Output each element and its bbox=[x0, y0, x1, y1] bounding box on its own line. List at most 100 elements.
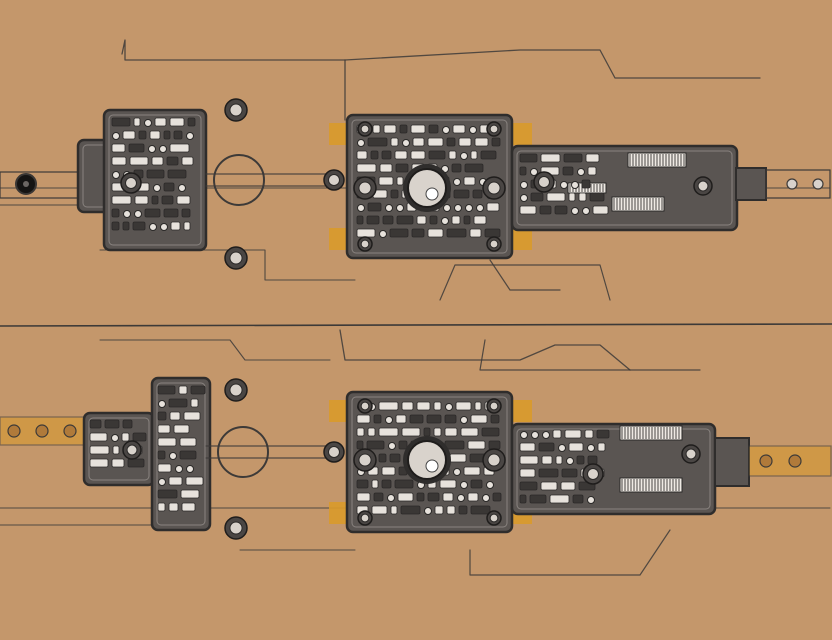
capacitor bbox=[571, 207, 579, 215]
capacitor bbox=[153, 184, 161, 192]
chip bbox=[389, 453, 401, 463]
chip bbox=[428, 150, 446, 160]
chip bbox=[560, 481, 576, 491]
center-module-board-inner-border bbox=[351, 396, 508, 528]
chip bbox=[448, 150, 457, 160]
capacitor bbox=[396, 204, 404, 212]
wire bbox=[339, 329, 631, 371]
chip bbox=[519, 494, 527, 504]
capacitor bbox=[159, 145, 167, 153]
capacitor bbox=[441, 217, 449, 225]
chip bbox=[492, 492, 502, 502]
chip bbox=[587, 455, 598, 465]
chip bbox=[356, 150, 368, 160]
chip bbox=[169, 117, 185, 127]
bracket bbox=[512, 228, 532, 250]
chip bbox=[169, 143, 190, 153]
chip bbox=[356, 492, 371, 502]
chip bbox=[378, 176, 394, 186]
chip bbox=[452, 124, 466, 134]
lower-assembly bbox=[0, 329, 832, 576]
chip bbox=[597, 442, 606, 452]
chip bbox=[474, 137, 489, 147]
bracket bbox=[512, 400, 532, 422]
chip bbox=[111, 156, 127, 166]
right-module-board-inner-border bbox=[516, 150, 733, 226]
chip bbox=[112, 445, 120, 455]
capacitor bbox=[453, 468, 461, 476]
capacitor bbox=[566, 457, 574, 465]
chip bbox=[584, 429, 594, 439]
chip bbox=[399, 124, 408, 134]
chip bbox=[401, 401, 414, 411]
chip bbox=[168, 476, 183, 486]
capacitor bbox=[454, 204, 462, 212]
resistor-bank bbox=[611, 196, 665, 212]
chip bbox=[370, 150, 379, 160]
capacitor bbox=[402, 139, 410, 147]
wire bbox=[99, 339, 331, 361]
chip bbox=[133, 117, 141, 127]
chip bbox=[190, 385, 206, 395]
chip bbox=[568, 442, 584, 452]
left-strap bbox=[0, 171, 79, 199]
chip bbox=[486, 202, 500, 212]
center-module-board-inner-border bbox=[351, 119, 508, 254]
capacitor bbox=[577, 168, 585, 176]
right-end-cap bbox=[714, 437, 750, 487]
upper-assembly bbox=[0, 39, 831, 301]
capacitor bbox=[112, 132, 120, 140]
chip bbox=[138, 130, 147, 140]
chip bbox=[470, 150, 478, 160]
chip bbox=[170, 221, 181, 231]
wire bbox=[469, 529, 671, 576]
right-module-knob-head bbox=[538, 176, 550, 188]
chip bbox=[463, 466, 481, 476]
chip bbox=[179, 450, 197, 460]
bracket bbox=[512, 123, 532, 145]
mount-screw-bottom-head bbox=[229, 521, 243, 535]
chip bbox=[381, 466, 396, 476]
chip bbox=[134, 195, 149, 205]
left-module-tab-inner-border bbox=[88, 417, 150, 481]
wire bbox=[479, 339, 701, 371]
bracket bbox=[329, 228, 347, 250]
center-side-screw-head bbox=[358, 453, 372, 467]
left-module-knob-head bbox=[126, 444, 138, 456]
chip bbox=[409, 414, 424, 424]
chip bbox=[446, 137, 456, 147]
right-module-chips bbox=[519, 153, 609, 215]
chip bbox=[555, 455, 563, 465]
chip bbox=[190, 398, 199, 408]
chip bbox=[89, 432, 108, 442]
chip bbox=[163, 130, 171, 140]
chip bbox=[127, 458, 145, 468]
capacitor bbox=[158, 478, 166, 486]
capacitor bbox=[445, 403, 453, 411]
capacitor bbox=[123, 210, 131, 218]
capacitor bbox=[175, 465, 183, 473]
right-strap bbox=[765, 169, 831, 199]
chip bbox=[157, 502, 166, 512]
chip bbox=[111, 143, 126, 153]
left-module-chips-b bbox=[157, 385, 206, 512]
chip bbox=[181, 156, 194, 166]
corner-screw-head bbox=[360, 513, 370, 523]
strap-hole bbox=[786, 178, 798, 190]
chip bbox=[463, 176, 476, 186]
chip bbox=[396, 215, 414, 225]
chip bbox=[122, 221, 130, 231]
chip bbox=[181, 208, 191, 218]
coupling-ring bbox=[213, 154, 265, 206]
capacitor bbox=[424, 507, 432, 515]
capacitor bbox=[542, 431, 550, 439]
capacitor bbox=[388, 442, 396, 450]
chip bbox=[356, 440, 364, 450]
chip bbox=[519, 481, 538, 491]
chip bbox=[451, 215, 461, 225]
capacitor bbox=[443, 204, 451, 212]
chip bbox=[589, 192, 605, 202]
chip bbox=[356, 215, 364, 225]
capacitor bbox=[385, 416, 393, 424]
chip bbox=[592, 205, 609, 215]
